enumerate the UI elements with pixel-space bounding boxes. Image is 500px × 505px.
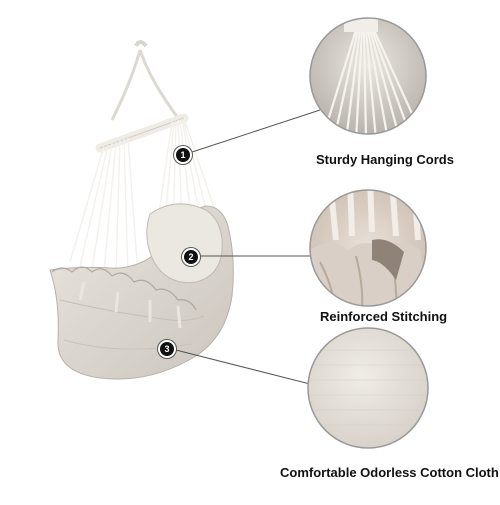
- feature-marker-1: 1: [174, 146, 192, 164]
- caption-cotton-cloth: Comfortable Odorless Cotton Cloth: [280, 465, 499, 480]
- feature-marker-2: 2: [182, 248, 200, 266]
- stitching-detail-image: [309, 189, 427, 307]
- callout-lines: [167, 109, 321, 385]
- cotton-cloth-detail-image: [307, 327, 429, 449]
- feature-marker-3: 3: [158, 340, 176, 358]
- hammock-chair-illustration: [49, 40, 234, 380]
- hanging-cords-detail-image: [309, 17, 427, 135]
- caption-hanging-cords: Sturdy Hanging Cords: [316, 152, 454, 167]
- caption-stitching: Reinforced Stitching: [320, 309, 448, 324]
